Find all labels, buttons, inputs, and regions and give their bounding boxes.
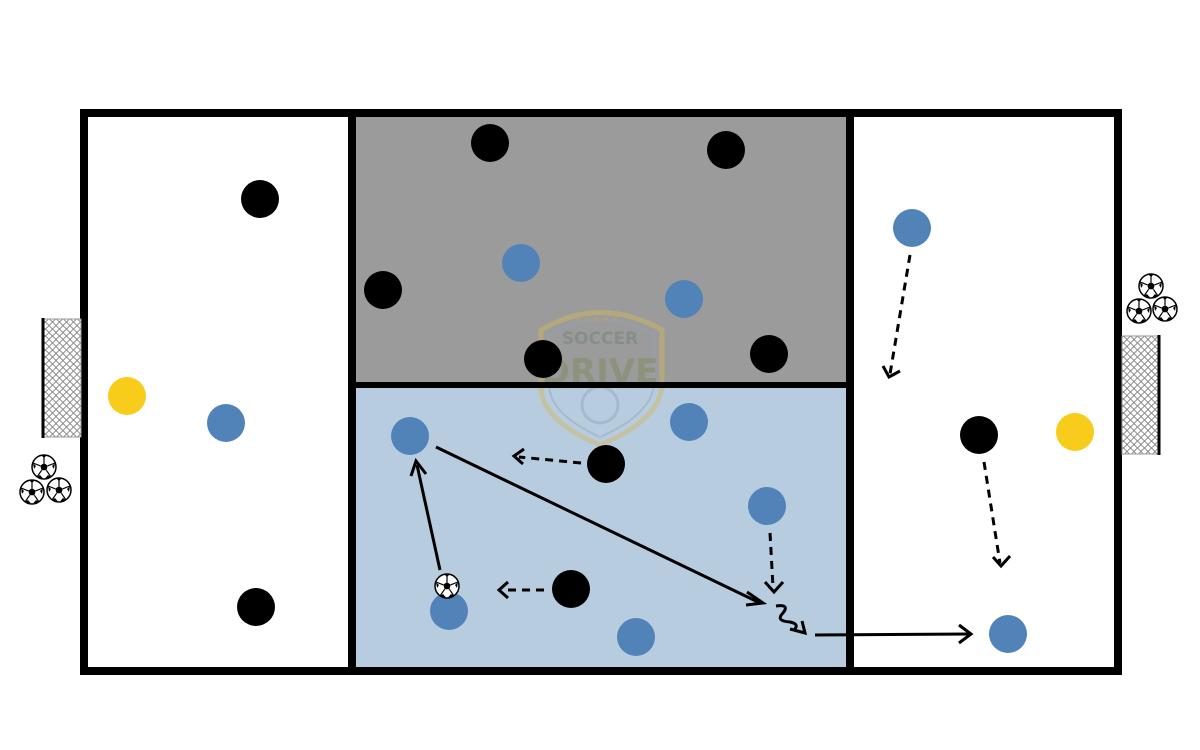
arrow-head <box>763 580 785 595</box>
arrow-head <box>511 447 525 466</box>
player-marker-icon <box>670 403 708 441</box>
player-marker-icon <box>893 209 931 247</box>
field-boundary <box>80 109 1122 675</box>
player-marker-icon <box>241 180 279 218</box>
arrow-head <box>789 620 808 636</box>
black-team <box>237 124 998 626</box>
player-marker-icon <box>364 271 402 309</box>
arrow-head <box>409 457 428 477</box>
player-marker-icon <box>237 588 275 626</box>
watermark-line1: SOCCER <box>562 329 638 349</box>
player-marker-icon <box>665 280 703 318</box>
arrow-head <box>496 580 509 600</box>
player-marker-icon <box>471 124 509 162</box>
run-arrow <box>888 254 912 375</box>
player-marker-icon <box>502 244 540 282</box>
movement-arrows <box>409 254 1012 645</box>
player-marker-icon <box>748 487 786 525</box>
player-marker-icon <box>617 618 655 656</box>
soccer-ball-icon <box>19 479 45 505</box>
arrow-head <box>991 554 1012 569</box>
arrow-head <box>745 590 768 607</box>
watermark-stars-icon: ★ ★ ★ ★ ★ <box>574 315 619 324</box>
player-marker-icon <box>207 404 245 442</box>
player-marker-icon <box>707 131 745 169</box>
run-arrow <box>518 455 582 465</box>
player-marker-icon <box>524 340 562 378</box>
soccer-ball-icon <box>1126 298 1152 324</box>
player-marker-icon <box>587 445 625 483</box>
right-ball-pile <box>1126 273 1178 324</box>
player-marker-icon <box>391 417 429 455</box>
goalkeeper-marker-icon <box>1056 413 1094 451</box>
blue-team <box>207 209 1027 656</box>
player-marker-icon <box>552 570 590 608</box>
goalkeepers <box>108 377 1094 451</box>
left-ball-pile <box>19 454 72 505</box>
left-goal-net-icon <box>41 318 82 438</box>
arrow-head <box>881 365 901 380</box>
pass-arrow <box>415 464 442 571</box>
player-marker-icon <box>989 615 1027 653</box>
right-goal-net-icon <box>1121 335 1161 455</box>
soccer-ball-icon <box>434 573 460 599</box>
goalkeeper-marker-icon <box>108 377 146 415</box>
soccer-ball-icon <box>31 454 57 480</box>
soccer-ball-icon <box>1138 273 1164 299</box>
pass-arrow <box>814 632 971 637</box>
run-arrow <box>982 461 1002 564</box>
player-marker-icon <box>960 416 998 454</box>
player-marker-icon <box>750 335 788 373</box>
player-marker-icon <box>430 592 468 630</box>
soccer-ball-icon <box>46 477 72 503</box>
soccer-ball-icon <box>1152 296 1178 322</box>
arrow-head <box>958 623 974 645</box>
pass-arrow <box>435 445 761 605</box>
dribble-path <box>775 604 798 632</box>
run-arrow <box>768 532 775 588</box>
